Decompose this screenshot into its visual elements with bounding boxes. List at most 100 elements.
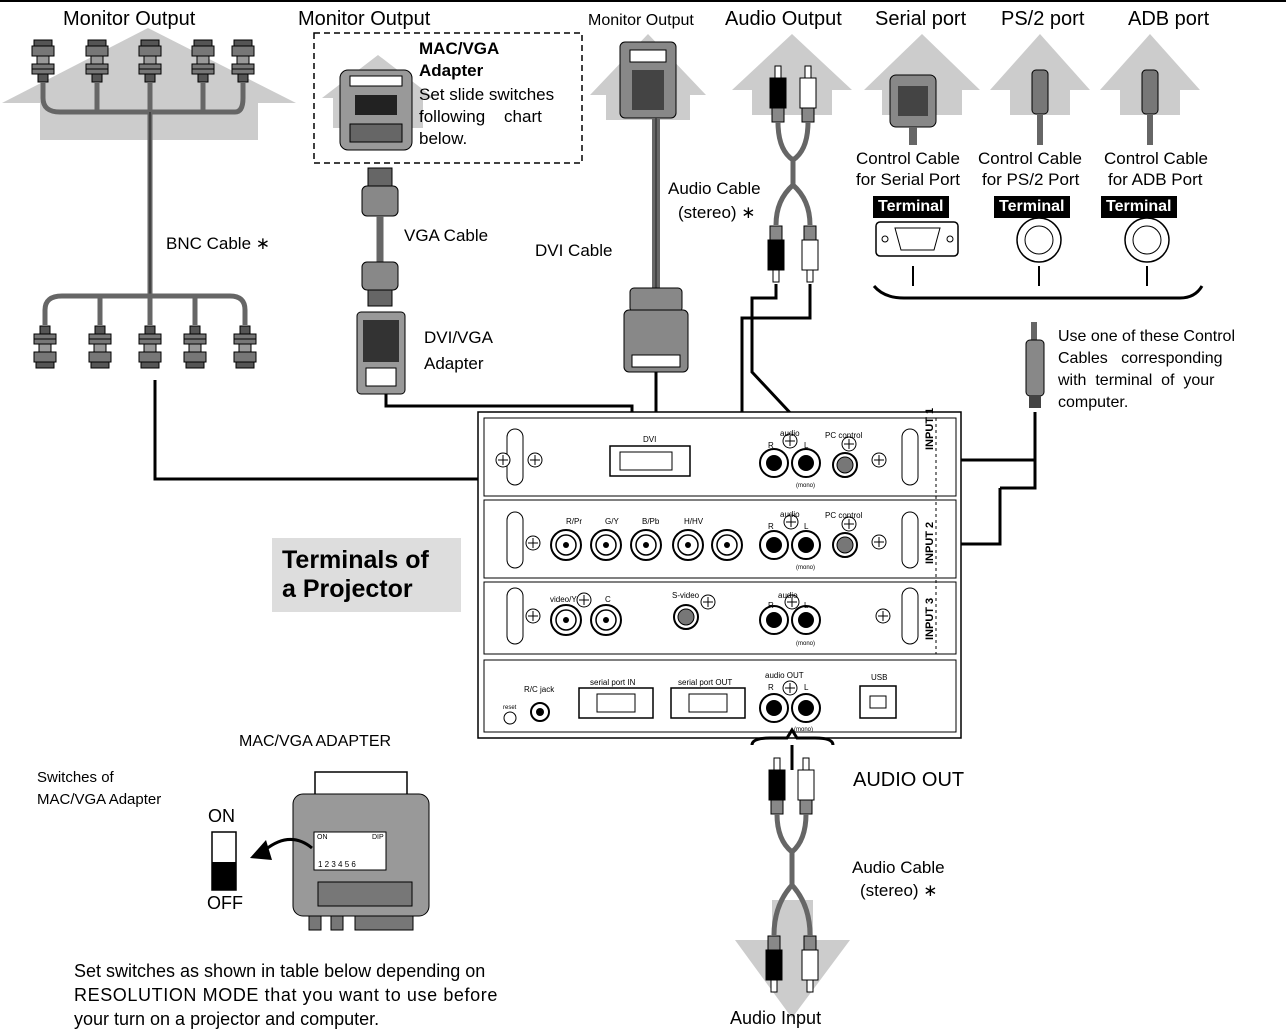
- audio-line-1: [750, 284, 797, 420]
- bnc-cable-top: [31, 39, 255, 295]
- gy-label: G/Y: [605, 517, 619, 526]
- dvi-vga-label-2: Adapter: [424, 354, 484, 373]
- serial-out-label: serial port OUT: [678, 678, 733, 687]
- control-adb-label-1: Control Cable: [1104, 149, 1208, 168]
- usb-label: USB: [871, 673, 888, 682]
- audio-out-label: AUDIO OUT: [853, 769, 965, 791]
- dip-on-label: ON: [317, 834, 328, 841]
- instructions-3: your turn on a projector and computer.: [74, 1009, 380, 1029]
- audio-cable-top-label-1: Audio Cable: [668, 179, 761, 198]
- reset-label: reset: [503, 705, 517, 711]
- adb-cable: [1141, 69, 1159, 145]
- ps2-terminal-tag: Terminal: [994, 196, 1070, 218]
- audio-out-r-label: R: [768, 683, 774, 692]
- mac-vga-title-2: Adapter: [419, 61, 484, 80]
- input1-audio-label: audio: [780, 429, 800, 438]
- mac-vga-adapter-bottom: [292, 771, 430, 931]
- rpr-label: R/Pr: [566, 517, 582, 526]
- instructions-2: RESOLUTION MODE that you want to use bef…: [74, 985, 498, 1005]
- input1-pc-control-label: PC control: [825, 431, 863, 440]
- arrow-audio-input: [735, 900, 850, 1018]
- switch-on-label: ON: [208, 806, 235, 826]
- switch-arrow: [264, 838, 313, 852]
- rc-jack-label: R/C jack: [524, 685, 555, 694]
- video-y-label: video/Y: [550, 595, 577, 604]
- input-2-label: INPUT 2: [924, 521, 936, 564]
- control-serial-label-1: Control Cable: [856, 149, 960, 168]
- adb-terminal: [1124, 217, 1170, 286]
- audio-output-label: Audio Output: [725, 8, 842, 30]
- switches-label-2: MAC/VGA Adapter: [37, 791, 162, 808]
- slide-switch: [211, 831, 237, 891]
- control-line: [1000, 412, 1037, 490]
- input2-audio-label: audio: [780, 510, 800, 519]
- ps2-cable: [1031, 69, 1049, 145]
- audio-out-brace: [750, 727, 835, 746]
- input3-l-label: L: [804, 601, 809, 610]
- input2-l-label: L: [804, 522, 809, 531]
- input2-r-label: R: [768, 522, 774, 531]
- input3-audio-label: audio: [778, 591, 798, 600]
- control-cable-connector: [1025, 322, 1045, 408]
- monitor-output-dvi-label: Monitor Output: [588, 12, 694, 29]
- input1-mono-label: (mono): [796, 483, 816, 489]
- control-adb-label-2: for ADB Port: [1108, 170, 1203, 189]
- instructions-1: Set switches as shown in table below dep…: [74, 961, 486, 981]
- monitor-output-bnc-label: Monitor Output: [63, 8, 196, 30]
- audio-cable-top-label-2: (stereo) ∗: [678, 203, 756, 222]
- control-ps2-label-1: Control Cable: [978, 149, 1082, 168]
- switch-off-label: OFF: [207, 893, 243, 913]
- serial-in-label: serial port IN: [590, 678, 636, 687]
- dip-numbers: 1 2 3 4 5 6: [318, 860, 356, 869]
- dvi-vga-adapter: [356, 311, 406, 395]
- input1-l-label: L: [804, 441, 809, 450]
- mac-vga-adapter-top: [339, 69, 413, 151]
- ps2-terminal: [1016, 217, 1062, 286]
- c-label: C: [605, 595, 611, 604]
- bpb-label: B/Pb: [642, 517, 660, 526]
- bnc-cable-bottom: [33, 293, 257, 369]
- audio-out-l-label: L: [804, 683, 809, 692]
- s-video-label: S-video: [672, 591, 700, 600]
- switches-label-1: Switches of: [37, 769, 114, 786]
- projector-label-2: a Projector: [282, 575, 413, 603]
- projector-label: Terminals of a Projector: [272, 538, 461, 612]
- projector-label-1: Terminals of: [282, 546, 429, 574]
- serial-terminal: [875, 221, 959, 286]
- mac-vga-title-1: MAC/VGA: [419, 39, 500, 58]
- bnc-cable-label: BNC Cable ∗: [166, 234, 271, 253]
- audio-cable-bottom-label-2: (stereo) ∗: [860, 881, 938, 900]
- mac-vga-text-1: Set slide switches: [419, 85, 555, 104]
- projector-panel: [477, 411, 962, 739]
- vga-cable: [361, 167, 399, 307]
- serial-terminal-tag: Terminal: [873, 196, 949, 218]
- input1-r-label: R: [768, 441, 774, 450]
- audio-out-port-label: audio OUT: [765, 671, 804, 680]
- dvi-vga-label-1: DVI/VGA: [424, 328, 493, 347]
- arrow-audio: [732, 34, 852, 115]
- control-serial-label-2: for Serial Port: [856, 170, 960, 189]
- input3-mono-label: (mono): [796, 641, 816, 647]
- audio-out-mono-label: (mono): [794, 727, 814, 733]
- mac-vga-box: [313, 32, 583, 164]
- adb-port-label: ADB port: [1128, 8, 1210, 30]
- ps2-port-label: PS/2 port: [1001, 8, 1085, 30]
- control-ps2-label-2: for PS/2 Port: [982, 170, 1080, 189]
- hhv-label: H/HV: [684, 517, 704, 526]
- dip-dip-label: DIP: [372, 834, 384, 841]
- audio-cable-bottom-label-1: Audio Cable: [852, 858, 945, 877]
- dvi-port-label: DVI: [643, 435, 657, 444]
- vga-cable-label: VGA Cable: [404, 226, 489, 245]
- input2-pc-control-label: PC control: [825, 511, 863, 520]
- input3-r-label: R: [768, 601, 774, 610]
- adb-terminal-tag: Terminal: [1101, 196, 1177, 218]
- dvi-cable-label: DVI Cable: [535, 241, 613, 260]
- input2-mono-label: (mono): [796, 565, 816, 571]
- control-note-2: Cables corresponding: [1058, 350, 1223, 367]
- input-1-label: INPUT 1: [924, 407, 936, 450]
- control-note-4: computer.: [1058, 394, 1129, 411]
- mac-vga-adapter-title: MAC/VGA ADAPTER: [239, 733, 392, 750]
- terminal-brace: [872, 284, 1204, 300]
- control-note-1: Use one of these Control: [1058, 328, 1235, 345]
